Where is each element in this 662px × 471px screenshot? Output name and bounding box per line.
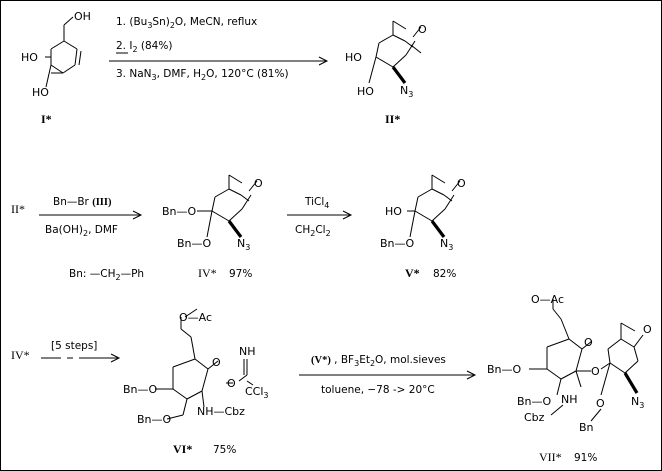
- azide-group: N3: [440, 237, 453, 252]
- arrow-head: [132, 210, 143, 220]
- solvent-dcm: CH2Cl2: [295, 224, 331, 238]
- compound-IV-structure: O Bn—O Bn—O N3: [162, 174, 263, 252]
- ring-oxygen: O: [457, 177, 466, 190]
- ring-oxygen: O: [584, 336, 593, 349]
- step-1-conditions: 1. (Bu3Sn)2O, MeCN, reflux: [116, 16, 257, 30]
- oh-group: OH: [74, 10, 91, 23]
- yield-VI: 75%: [213, 444, 236, 456]
- reagent-base: Ba(OH)2, DMF: [45, 224, 118, 238]
- trichloromethyl-group: CCl3: [245, 385, 269, 400]
- compound-I-structure: OH HO HO: [21, 10, 91, 99]
- azide-group: N3: [631, 395, 644, 410]
- compound-label-I: I*: [41, 112, 52, 126]
- benzyloxy-group: Bn—O: [162, 205, 197, 218]
- benzyloxy-group: Bn—O: [517, 395, 552, 408]
- benzyl-group: Bn: [579, 421, 594, 434]
- cbz-amine-group: NH—Cbz: [197, 405, 245, 418]
- benzyloxy-group: Bn—O: [137, 413, 172, 426]
- imine-group: NH: [239, 345, 256, 358]
- benzyl-oxygen: O: [596, 397, 605, 410]
- glycosidic-oxygen: O: [591, 365, 600, 378]
- ho-group: HO: [385, 205, 402, 218]
- reagent-ticl4: TiCl4: [304, 196, 329, 210]
- compound-label-II: II*: [11, 202, 25, 216]
- linker-oxygen: O: [227, 377, 236, 390]
- ring-oxygen: O: [212, 356, 221, 369]
- compound-II-structure: O HO HO N3: [345, 20, 427, 99]
- ho-group: HO: [357, 85, 374, 98]
- bn-definition: Bn: —CH2—Ph: [69, 268, 144, 282]
- compound-VI-structure: O—Ac O O NH CCl3 Bn—O Bn—O NH—Cbz: [123, 308, 269, 426]
- azide-group: N3: [400, 84, 413, 99]
- glycosylation-conditions: (V*) , BF3Et2O, mol.sieves: [311, 354, 446, 368]
- arrow-head: [466, 370, 477, 380]
- compound-label-VII: VII*: [539, 450, 562, 464]
- benzyloxy-group: Bn—O: [123, 383, 158, 396]
- arrow-head: [318, 56, 329, 66]
- benzyloxy-group: Bn—O: [177, 237, 212, 250]
- arrow-head: [110, 353, 121, 363]
- azide-group: N3: [237, 237, 250, 252]
- benzyloxy-group: Bn—O: [487, 363, 522, 376]
- ring-oxygen: O: [643, 323, 652, 336]
- compound-label-IV: IV*: [11, 348, 30, 362]
- arrow-head: [342, 210, 353, 220]
- compound-V-structure: O HO Bn—O N3: [380, 174, 466, 252]
- compound-label-II: II*: [385, 112, 400, 126]
- step-2-conditions: 2. I2 (84%): [116, 40, 172, 54]
- compound-label-VI: VI*: [173, 442, 192, 456]
- yield-VII: 91%: [574, 452, 597, 464]
- reagent-benzyl-bromide: Bn—Br (III): [53, 196, 112, 208]
- amine-group: NH: [561, 393, 578, 406]
- step-3-conditions: 3. NaN3, DMF, H2O, 120°C (81%): [116, 68, 289, 82]
- yield-IV: 97%: [229, 268, 252, 280]
- glycosylation-solvent-temp: toluene, −78 -> 20°C: [321, 384, 435, 396]
- compound-label-V: V*: [405, 266, 420, 280]
- ho-group: HO: [32, 86, 49, 99]
- ring-oxygen: O: [418, 23, 427, 36]
- ho-group: HO: [345, 51, 362, 64]
- cbz-group: Cbz: [524, 411, 545, 424]
- ring-oxygen: O: [254, 177, 263, 190]
- ho-group: HO: [21, 51, 38, 64]
- compound-VII-structure: O—Ac O O O Bn—O Bn—O NH Cbz O Bn N3: [487, 293, 652, 434]
- acetoxy-group: O—Ac: [179, 311, 212, 324]
- acetoxy-group: O—Ac: [531, 293, 564, 306]
- yield-V: 82%: [433, 268, 456, 280]
- compound-label-IV: IV*: [198, 266, 217, 280]
- five-steps-label: [5 steps]: [51, 340, 97, 352]
- benzyloxy-group: Bn—O: [380, 237, 415, 250]
